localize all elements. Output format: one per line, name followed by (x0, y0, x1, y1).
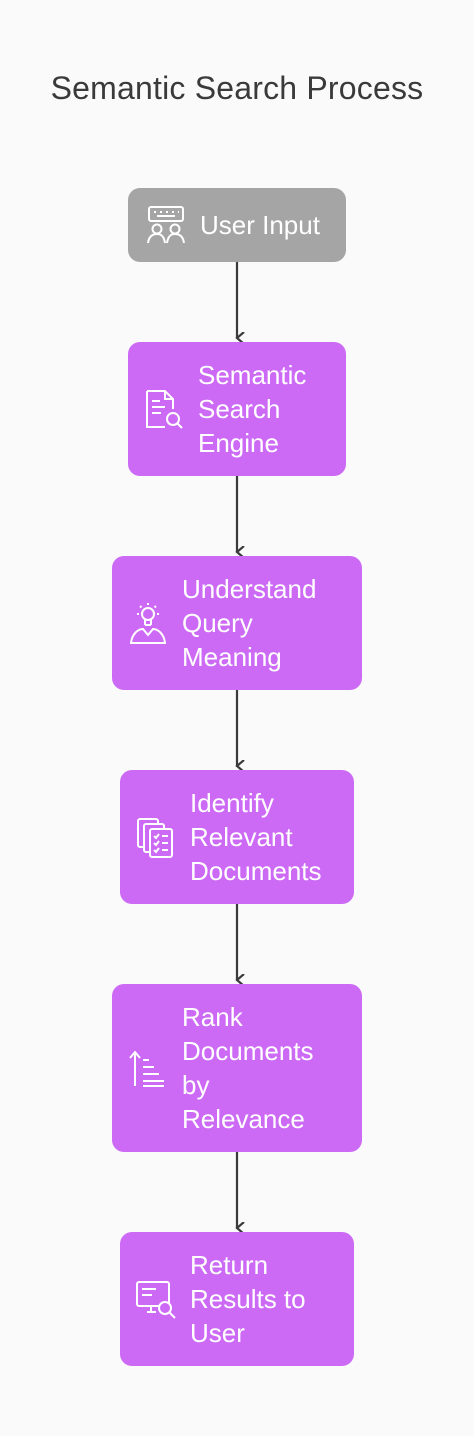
diagram-title: Semantic Search Process (50, 70, 424, 106)
document-search-icon (142, 387, 186, 431)
monitor-search-icon (134, 1277, 178, 1321)
keyboard-users-icon (144, 203, 188, 247)
node-label: Identify Relevant Documents (190, 788, 322, 886)
node-label: Rank Documents by Relevance (182, 1002, 314, 1134)
node-label: User Input (200, 210, 320, 240)
node-semantic-search-engine: Semantic Search Engine (128, 342, 346, 476)
sort-ascending-icon (126, 1046, 170, 1090)
node-user-input: User Input (128, 188, 346, 262)
lightbulb-person-icon (126, 601, 170, 645)
node-understand-query-meaning: Understand Query Meaning (112, 556, 362, 690)
node-label: Return Results to User (190, 1250, 306, 1348)
node-rank-documents: Rank Documents by Relevance (112, 984, 362, 1152)
node-label: Understand Query Meaning (182, 574, 317, 672)
documents-checklist-icon (134, 815, 178, 859)
node-return-results: Return Results to User (120, 1232, 354, 1366)
node-label: Semantic Search Engine (198, 360, 307, 458)
node-identify-relevant-documents: Identify Relevant Documents (120, 770, 354, 904)
